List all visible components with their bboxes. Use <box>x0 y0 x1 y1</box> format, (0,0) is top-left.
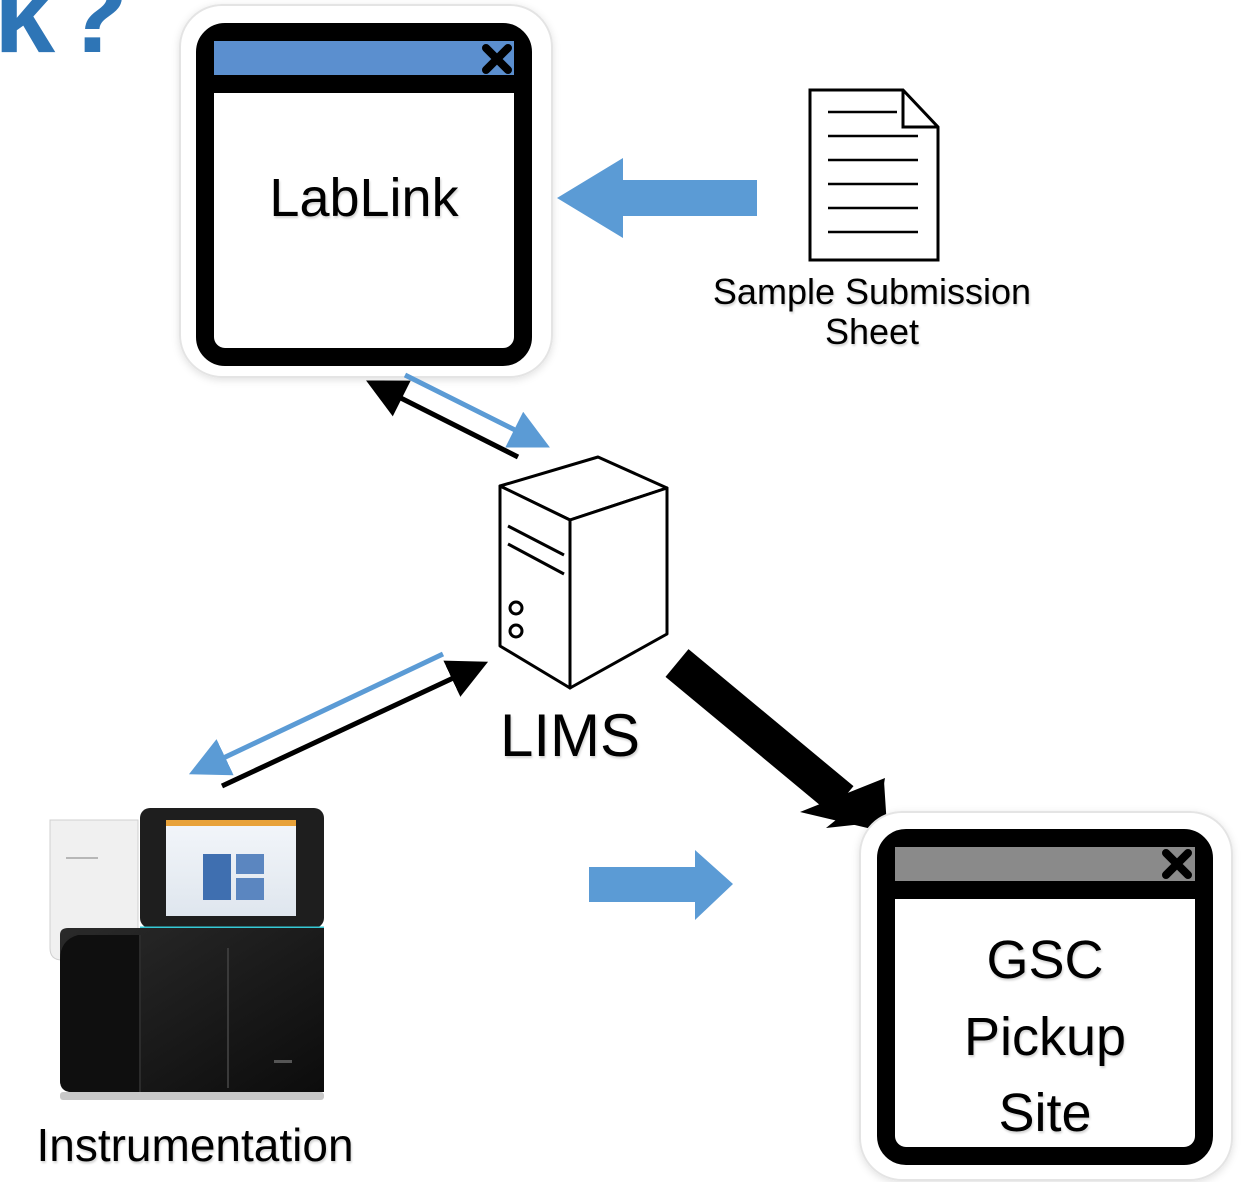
document-icon <box>808 88 940 262</box>
gsc-window-icon <box>859 811 1233 1181</box>
lims-to-lablink-arrow <box>366 380 520 460</box>
server-icon <box>498 455 669 690</box>
close-icon <box>1162 849 1192 879</box>
instrument-to-lims-arrow <box>220 660 489 789</box>
lablink-label: LabLink <box>269 168 459 228</box>
lablink-window-icon <box>179 4 553 378</box>
data-transfer-arrow <box>589 850 733 920</box>
sample-submission-sheet-label: Sample Submission Sheet <box>672 271 1072 353</box>
gsc-label-line3: Site <box>998 1083 1092 1144</box>
corner-text-fragment: k? <box>0 0 135 76</box>
sample-sheet-label-line1: Sample Submission <box>712 271 1032 312</box>
submission-arrow <box>557 158 757 238</box>
lims-to-instrument-arrow <box>188 651 445 776</box>
gsc-label-line1: GSC <box>986 930 1104 990</box>
gsc-pickup-site-label: GSC Pickup Site <box>895 922 1195 1152</box>
lims-to-gsc-arrow <box>665 649 887 830</box>
sample-sheet-label-line2: Sheet <box>824 311 920 353</box>
lims-label: LIMS <box>499 702 641 769</box>
instrumentation-label: Instrumentation <box>36 1119 354 1171</box>
lablink-to-lims-arrow <box>403 372 550 448</box>
close-icon <box>482 44 512 74</box>
sequencer-icon <box>49 808 324 1100</box>
gsc-label-line2: Pickup <box>963 1006 1127 1067</box>
